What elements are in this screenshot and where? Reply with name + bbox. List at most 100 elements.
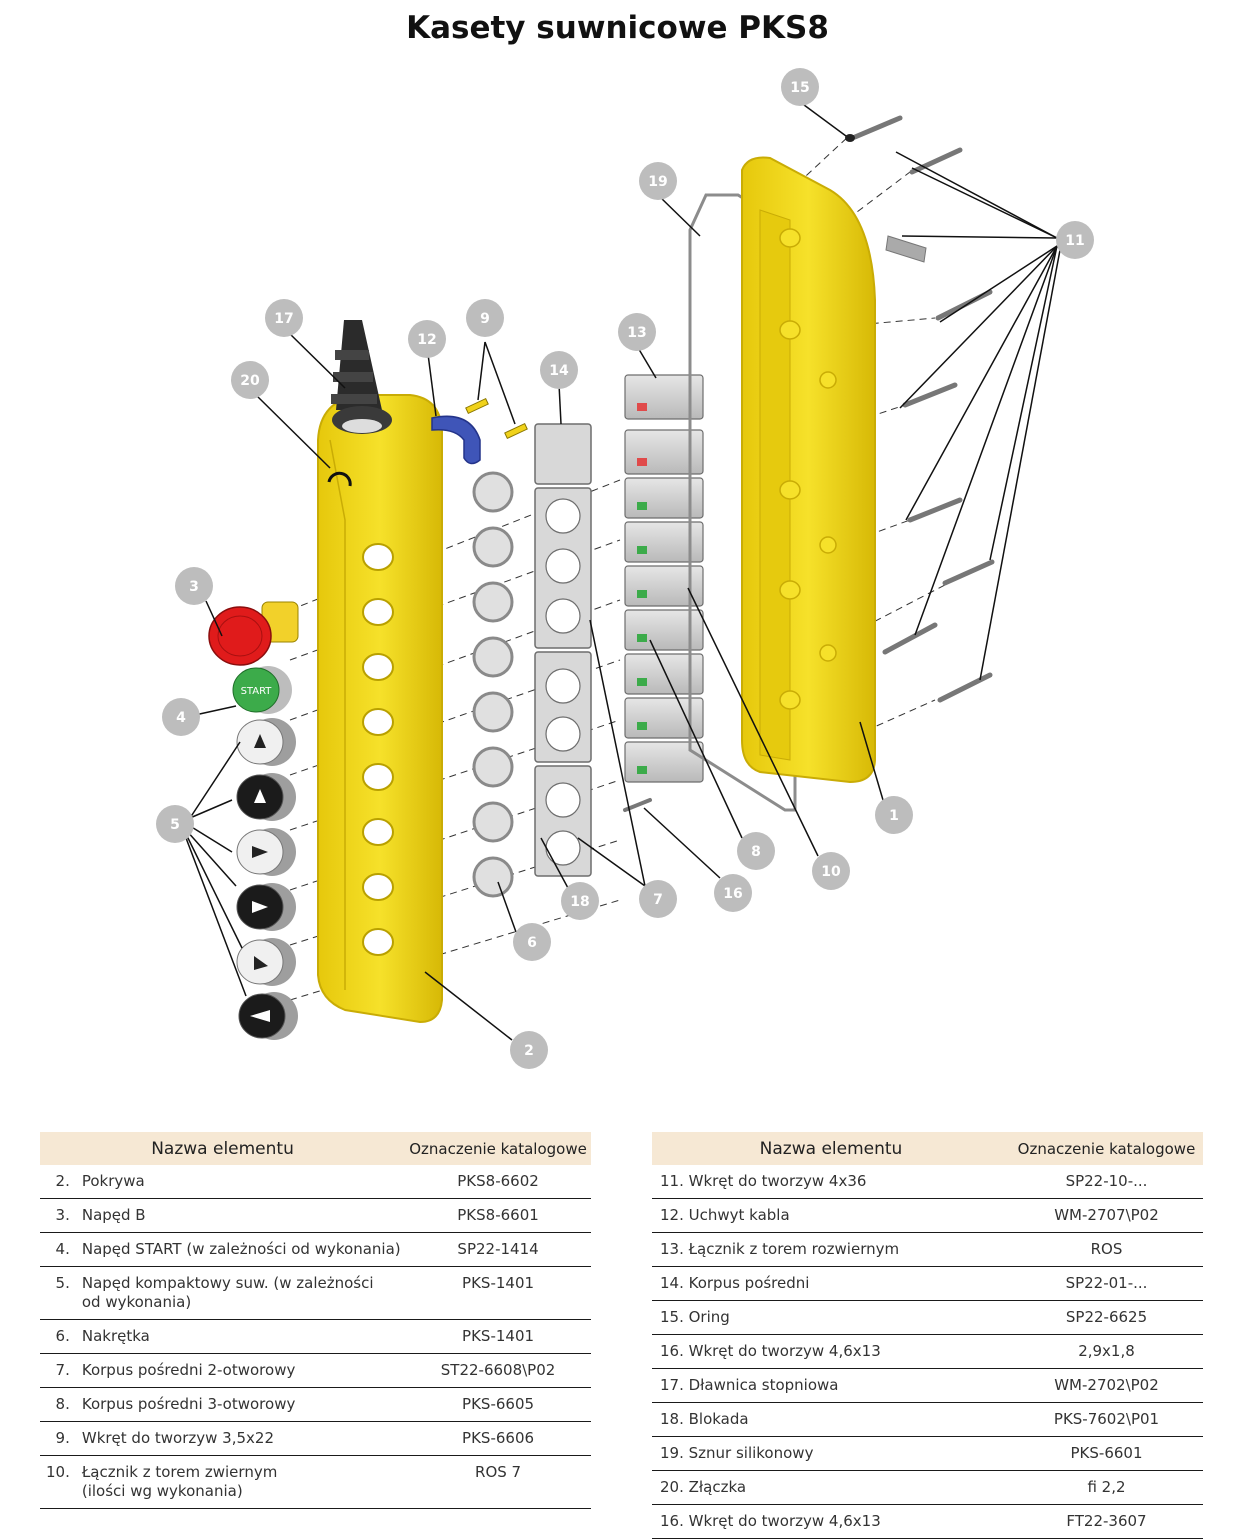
row-code: PKS-1401 [405,1266,591,1320]
row-number: 8. [40,1387,74,1422]
callout-12: 12 [408,320,446,358]
svg-text:20: 20 [240,373,260,389]
svg-text:19: 19 [648,174,667,190]
table-row: 14. Korpus pośredni SP22-01-... [652,1266,1203,1301]
row-label: 18. Blokada [652,1402,1010,1437]
svg-text:13: 13 [627,325,646,341]
svg-text:12: 12 [417,332,436,348]
svg-text:5: 5 [170,817,180,833]
header-element-name: Nazwa elementu [40,1132,406,1165]
table-row: 10. Łącznik z torem zwiernym(ilości wg w… [40,1455,591,1509]
front-housing-holes [362,543,394,956]
svg-text:6: 6 [527,935,537,951]
row-name: Napęd START (w zależności od wykonania) [73,1232,406,1267]
cable-connector [327,471,352,487]
row-code: PKS-6605 [405,1387,591,1422]
table-row: 15. Oring SP22-6625 [652,1300,1203,1335]
parts-table-left: Nazwa elementu Oznaczenie katalogowe 2. … [40,1132,591,1509]
table-row: 7. Korpus pośredni 2-otworowy ST22-6608\… [40,1353,591,1388]
row-number: 10. [40,1455,74,1509]
row-code: ROS 7 [405,1455,591,1509]
table-row: 11. Wkręt do tworzyw 4x36 SP22-10-... [652,1165,1203,1199]
switch-indicators [637,403,647,774]
row-code: ST22-6608\P02 [405,1353,591,1388]
frame-openings [545,498,581,866]
table-row: 12. Uchwyt kabla WM-2707\P02 [652,1198,1203,1233]
row-number: 2. [40,1165,74,1199]
row-code: PKS8-6602 [405,1165,591,1199]
row-code: SP22-1414 [405,1232,591,1267]
table-row: 20. Złączka fi 2,2 [652,1470,1203,1505]
row-code: WM-2702\P02 [1010,1368,1203,1403]
row-code: PKS8-6601 [405,1198,591,1233]
rear-housing-bosses [779,228,837,710]
oring [845,134,855,142]
svg-text:7: 7 [653,892,663,908]
row-label: 15. Oring [652,1300,1010,1335]
svg-text:3: 3 [189,579,199,595]
svg-text:10: 10 [821,864,841,880]
row-label: 13. Łącznik z torem rozwiernym [652,1232,1010,1267]
row-name: Pokrywa [73,1165,406,1199]
table-row: 16. Wkręt do tworzyw 4,6x13 FT22-3607 [652,1504,1203,1539]
table-header: Nazwa elementu Oznaczenie katalogowe [652,1132,1203,1165]
svg-text:1: 1 [889,808,899,824]
row-label: 19. Sznur silikonowy [652,1436,1010,1471]
row-label: 16. Wkręt do tworzyw 4,6x13 [652,1334,1010,1369]
callout-9: 9 [466,299,504,337]
callout-15: 15 [781,68,819,106]
callout-5: 5 [156,805,194,843]
row-code: 2,9x1,8 [1010,1334,1203,1369]
header-catalog-code: Oznaczenie katalogowe [405,1132,591,1165]
nut-rings [472,471,514,898]
cable-gland [331,320,392,434]
row-number: 3. [40,1198,74,1233]
rear-housing [741,156,876,784]
svg-text:9: 9 [480,311,490,327]
callout-11: 11 [1056,221,1094,259]
svg-text:2: 2 [524,1043,534,1059]
row-number: 5. [40,1266,74,1320]
row-label: 17. Dławnica stopniowa [652,1368,1010,1403]
page-title: Kasety suwnicowe PKS8 [406,10,829,46]
row-code: SP22-01-... [1010,1266,1203,1301]
callout-18: 18 [561,882,599,920]
table-row: 8. Korpus pośredni 3-otworowy PKS-6605 [40,1387,591,1422]
row-code: PKS-6601 [1010,1436,1203,1471]
row-label: 20. Złączka [652,1470,1010,1505]
row-name-line1: Napęd kompaktowy suw. (w zależności [81,1274,374,1292]
callouts: 1 2 3 4 5 6 7 8 9 10 11 12 13 14 15 16 1… [156,68,1094,1069]
row-name: Wkręt do tworzyw 3,5x22 [73,1421,406,1456]
row-code: ROS [1010,1232,1203,1267]
callout-4: 4 [162,698,200,736]
row-number: 4. [40,1232,74,1267]
callout-7: 7 [639,880,677,918]
row-name-line1: Łącznik z torem zwiernym [81,1463,278,1481]
row-code: SP22-10-... [1010,1165,1203,1199]
svg-text:15: 15 [790,80,809,96]
table-row: 2. Pokrywa PKS8-6602 [40,1165,591,1199]
row-code: FT22-3607 [1010,1504,1203,1539]
row-code: SP22-6625 [1010,1300,1203,1335]
svg-text:8: 8 [751,844,761,860]
row-label: 11. Wkręt do tworzyw 4x36 [652,1165,1010,1199]
label-plate [885,235,927,263]
callout-8: 8 [737,832,775,870]
svg-text:11: 11 [1065,233,1084,249]
row-label: 16. Wkręt do tworzyw 4,6x13 [652,1504,1010,1539]
callout-16: 16 [714,874,752,912]
row-name: Korpus pośredni 3-otworowy [73,1387,406,1422]
callout-3: 3 [175,567,213,605]
callout-14: 14 [540,351,578,389]
row-code: PKS-1401 [405,1319,591,1354]
row-code: WM-2707\P02 [1010,1198,1203,1233]
header-catalog-code: Oznaczenie katalogowe [1010,1132,1203,1165]
svg-text:18: 18 [570,894,589,910]
header-element-name: Nazwa elementu [652,1132,1010,1165]
row-code: PKS-7602\P01 [1010,1402,1203,1437]
row-name-line2: od wykonania) [81,1293,192,1311]
start-button-label: START [241,686,273,697]
parts-table-right: Nazwa elementu Oznaczenie katalogowe 11.… [652,1132,1203,1539]
row-name: Napęd B [73,1198,406,1233]
